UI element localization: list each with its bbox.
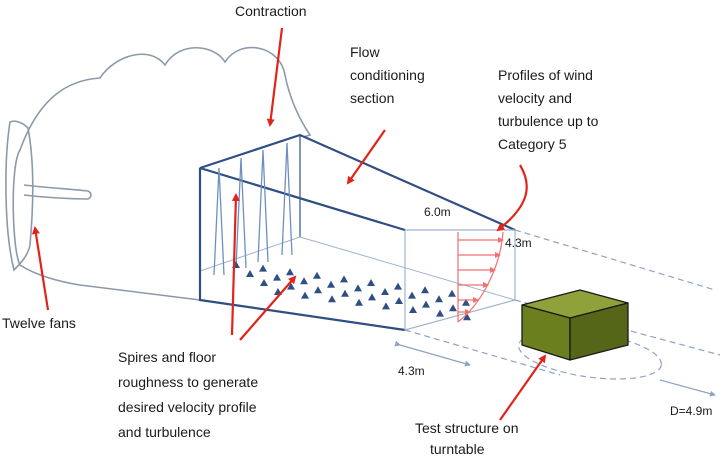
spire bbox=[235, 157, 247, 269]
label-spires-1: Spires and floor bbox=[118, 349, 216, 365]
arrow-spires-1 bbox=[230, 193, 240, 336]
labels: Contraction Flow conditioning section Pr… bbox=[2, 3, 712, 457]
roughness-element bbox=[314, 286, 322, 294]
roughness-element bbox=[287, 282, 295, 290]
label-spires-4: and turbulence bbox=[118, 424, 211, 440]
roughness-element bbox=[381, 288, 389, 295]
label-spires-3: desired velocity profile bbox=[118, 399, 257, 415]
label-flow-conditioning-2: conditioning bbox=[350, 67, 425, 83]
label-test-structure-1: Test structure on bbox=[415, 420, 519, 436]
spire bbox=[213, 167, 225, 276]
label-twelve-fans: Twelve fans bbox=[2, 315, 76, 331]
roughness-element bbox=[462, 298, 470, 306]
dim-section-length: 4.3m bbox=[398, 364, 425, 378]
label-profiles-3: turbulence up to bbox=[498, 113, 599, 129]
roughness-element bbox=[340, 275, 348, 283]
roughness-element bbox=[463, 313, 471, 321]
arrow-spires-2 bbox=[239, 275, 297, 341]
roughness-element bbox=[341, 289, 349, 297]
roughness-element bbox=[355, 298, 363, 306]
roughness-element bbox=[301, 291, 309, 299]
spire bbox=[281, 142, 293, 256]
label-spires-2: roughness to generate bbox=[118, 374, 258, 390]
tunnel-box bbox=[198, 133, 516, 332]
arrow-test-structure bbox=[499, 354, 547, 421]
roughness-element bbox=[259, 264, 267, 272]
test-structure bbox=[521, 289, 629, 361]
spires bbox=[213, 142, 293, 276]
arrow-contraction bbox=[266, 27, 284, 127]
roughness-element bbox=[368, 293, 376, 301]
dim-height: 4.3m bbox=[505, 236, 532, 250]
roughness-element bbox=[246, 270, 254, 277]
roughness-element bbox=[395, 297, 403, 304]
contraction-outline bbox=[5, 46, 312, 301]
roughness-element bbox=[260, 279, 268, 286]
roughness-element bbox=[408, 291, 416, 299]
roughness-element bbox=[394, 282, 402, 290]
roughness-element bbox=[435, 295, 443, 303]
roughness-element bbox=[449, 304, 457, 312]
roughness-element bbox=[421, 286, 429, 294]
label-profiles-2: velocity and bbox=[498, 90, 572, 106]
label-flow-conditioning-3: section bbox=[350, 90, 394, 106]
roughness-element bbox=[273, 273, 281, 281]
roughness-element bbox=[327, 280, 335, 288]
roughness-element bbox=[422, 300, 430, 308]
roughness-element bbox=[313, 271, 321, 279]
label-contraction: Contraction bbox=[235, 3, 307, 19]
roughness-element bbox=[436, 309, 444, 317]
arrow-twelve-fans bbox=[31, 226, 50, 311]
velocity-profile bbox=[457, 231, 504, 323]
arrow-flow-conditioning bbox=[346, 129, 386, 185]
roughness-element bbox=[448, 289, 456, 297]
callout-arrows bbox=[31, 27, 547, 421]
dim-width: 6.0m bbox=[424, 205, 451, 219]
roughness-element bbox=[354, 284, 362, 292]
label-profiles-1: Profiles of wind bbox=[498, 67, 593, 83]
turntable bbox=[518, 330, 662, 380]
roughness-element bbox=[328, 295, 336, 303]
dimension-lines bbox=[394, 340, 716, 397]
roughness-element bbox=[367, 279, 375, 286]
structure-side bbox=[569, 302, 629, 361]
label-flow-conditioning-1: Flow bbox=[350, 44, 380, 60]
dim-turntable-diameter: D=4.9m bbox=[670, 404, 712, 418]
label-profiles-4: Category 5 bbox=[498, 136, 567, 152]
label-test-structure-2: turntable bbox=[430, 441, 485, 457]
roughness-element bbox=[300, 277, 308, 285]
spire bbox=[257, 149, 269, 263]
roughness-element bbox=[286, 268, 294, 276]
arrow-profiles bbox=[496, 164, 528, 232]
roughness-element bbox=[382, 302, 390, 310]
roughness-element bbox=[409, 306, 417, 313]
